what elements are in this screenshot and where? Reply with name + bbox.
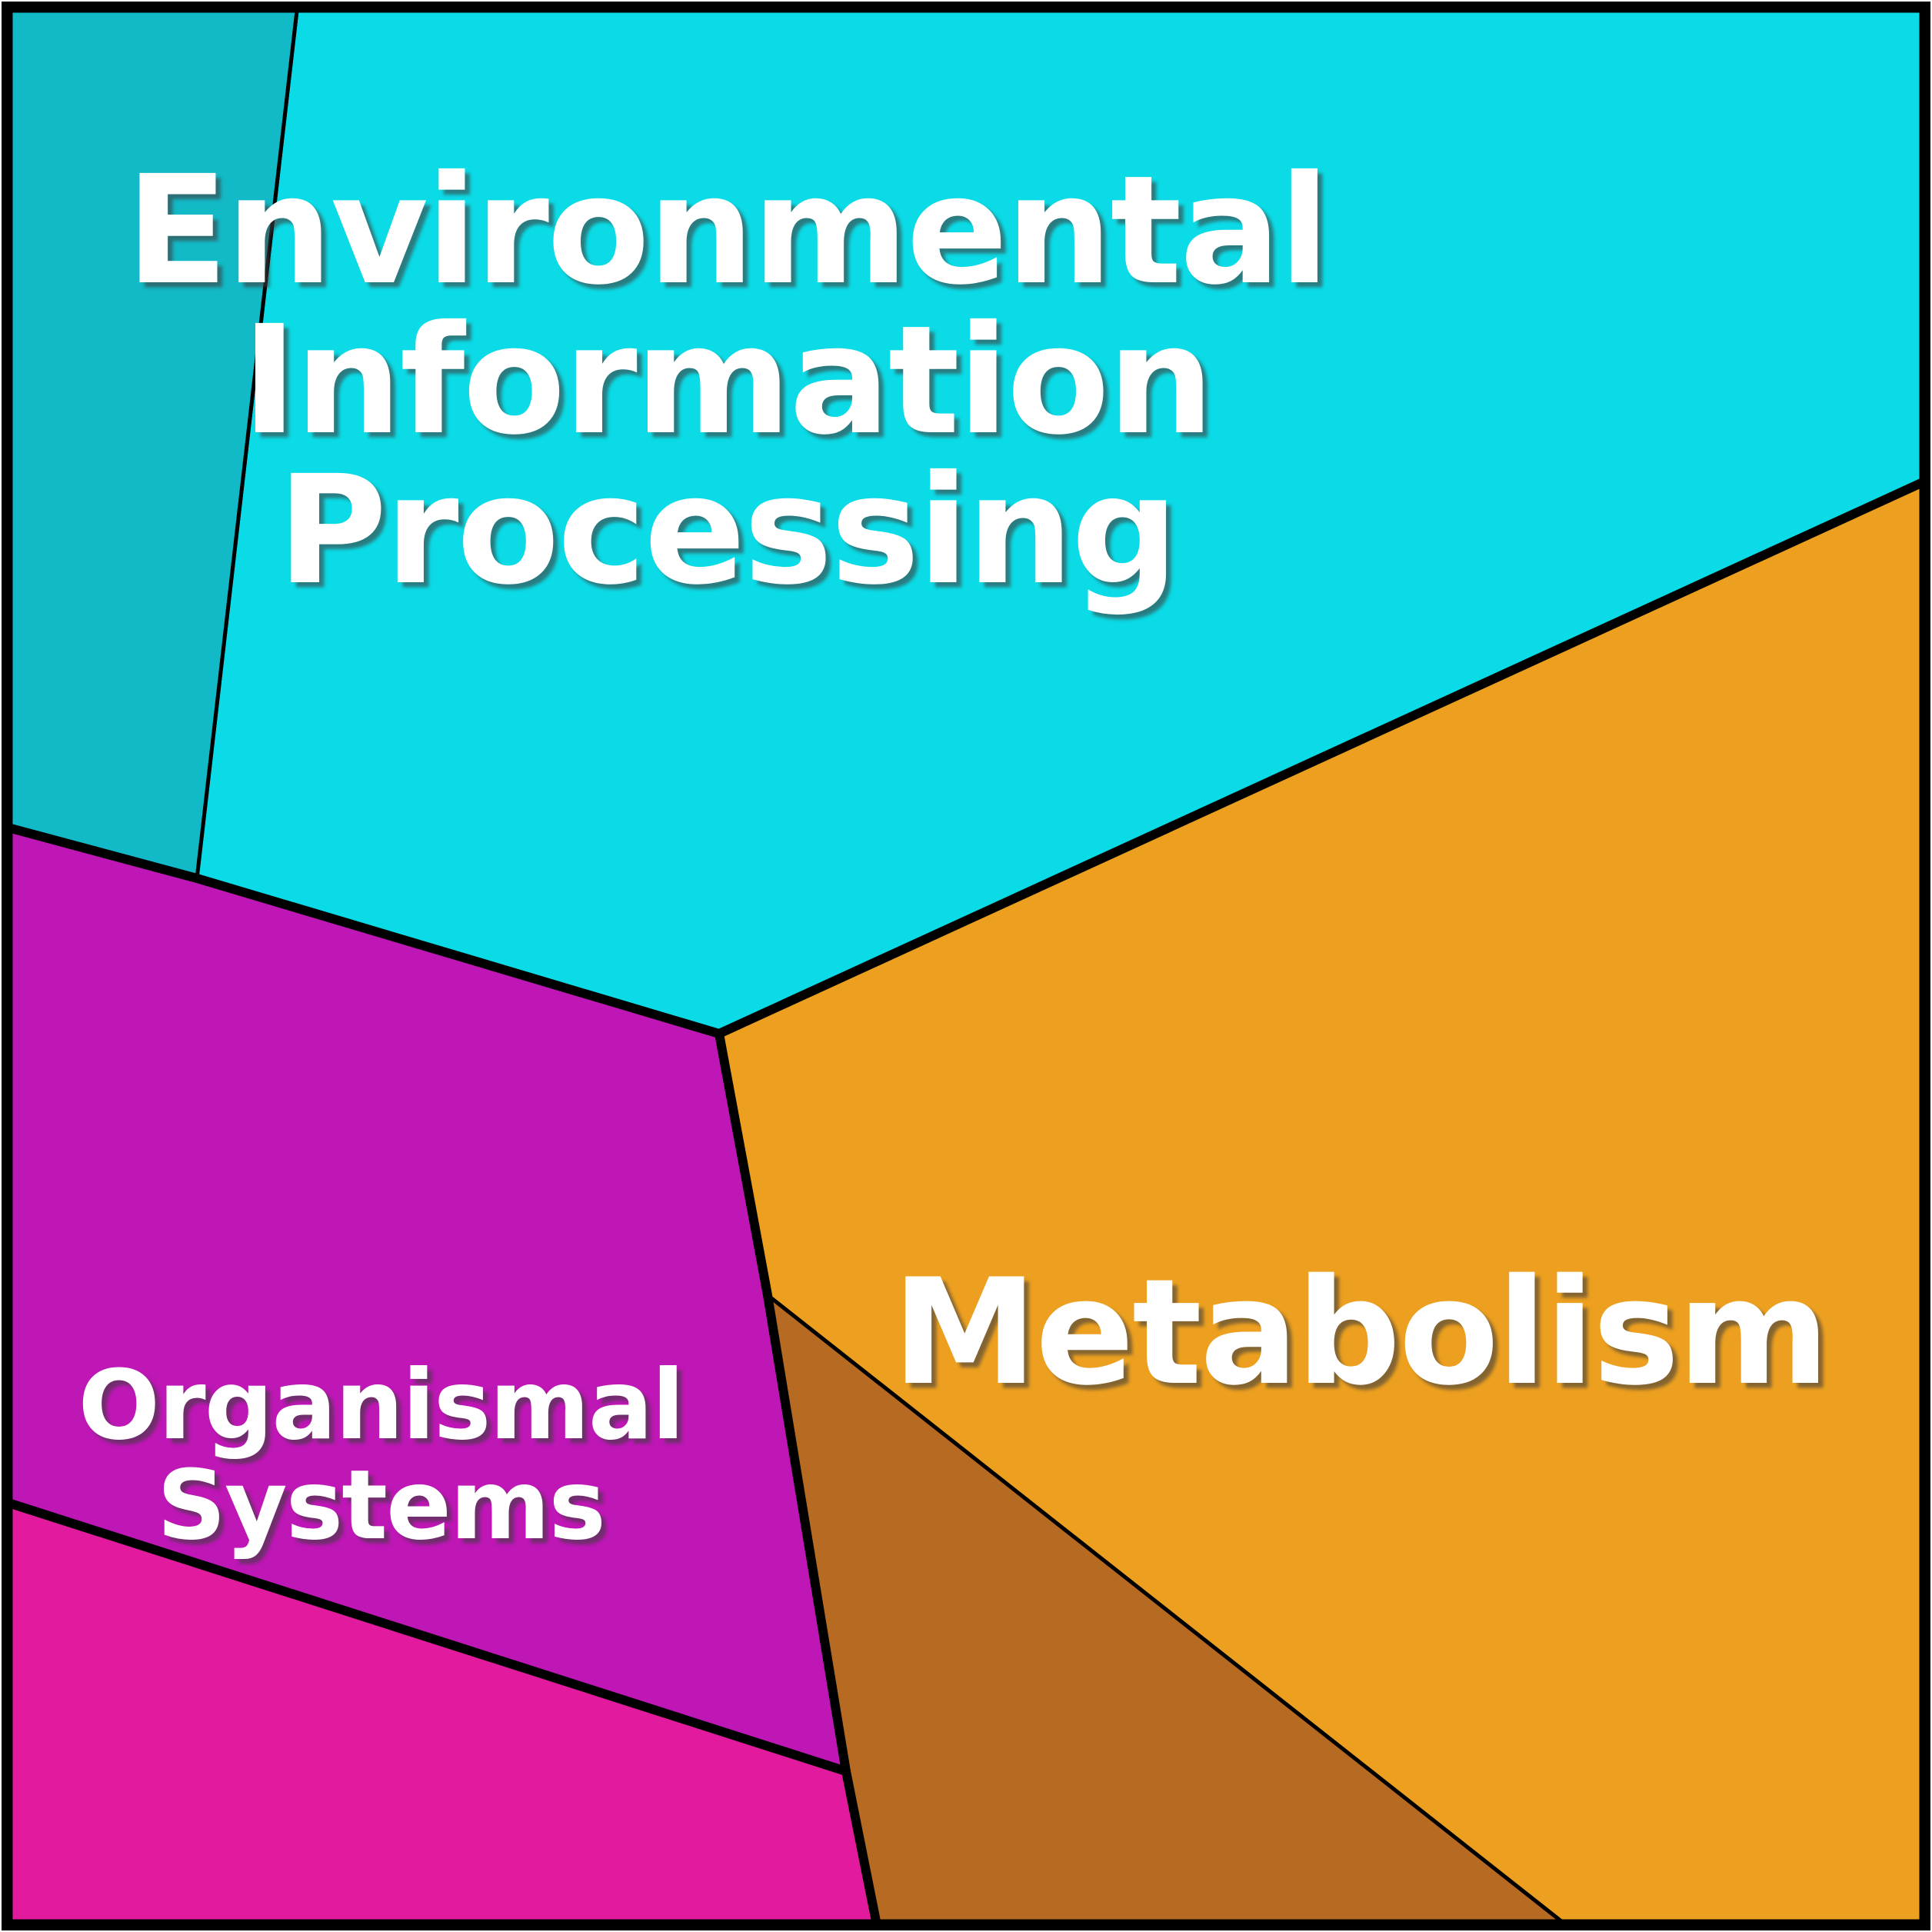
boundary-left-purple-top bbox=[6, 824, 724, 1038]
boundary-cyan-orange bbox=[715, 478, 1926, 1038]
label-line: Systems bbox=[162, 1455, 610, 1567]
label-line: Environmental bbox=[131, 148, 1333, 323]
label-line: Organismal bbox=[83, 1355, 688, 1467]
label-line: Information bbox=[242, 293, 1212, 468]
label-line: Systems bbox=[157, 1450, 605, 1561]
boundary-purple-pink bbox=[6, 1499, 851, 1776]
label-line: Information bbox=[247, 298, 1217, 473]
label-line: Environmental bbox=[126, 143, 1328, 318]
label-metabolism-shadow: Metabolism bbox=[897, 1253, 1832, 1423]
label-metabolism-main: Metabolism bbox=[892, 1247, 1827, 1417]
label-line: Processing bbox=[277, 443, 1176, 618]
boundary-purple-orange-brown bbox=[715, 1029, 881, 1926]
label-line: Metabolism bbox=[897, 1253, 1832, 1423]
label-line: Organismal bbox=[78, 1350, 684, 1461]
label-line: Metabolism bbox=[892, 1247, 1827, 1417]
label-line: Processing bbox=[282, 448, 1181, 623]
